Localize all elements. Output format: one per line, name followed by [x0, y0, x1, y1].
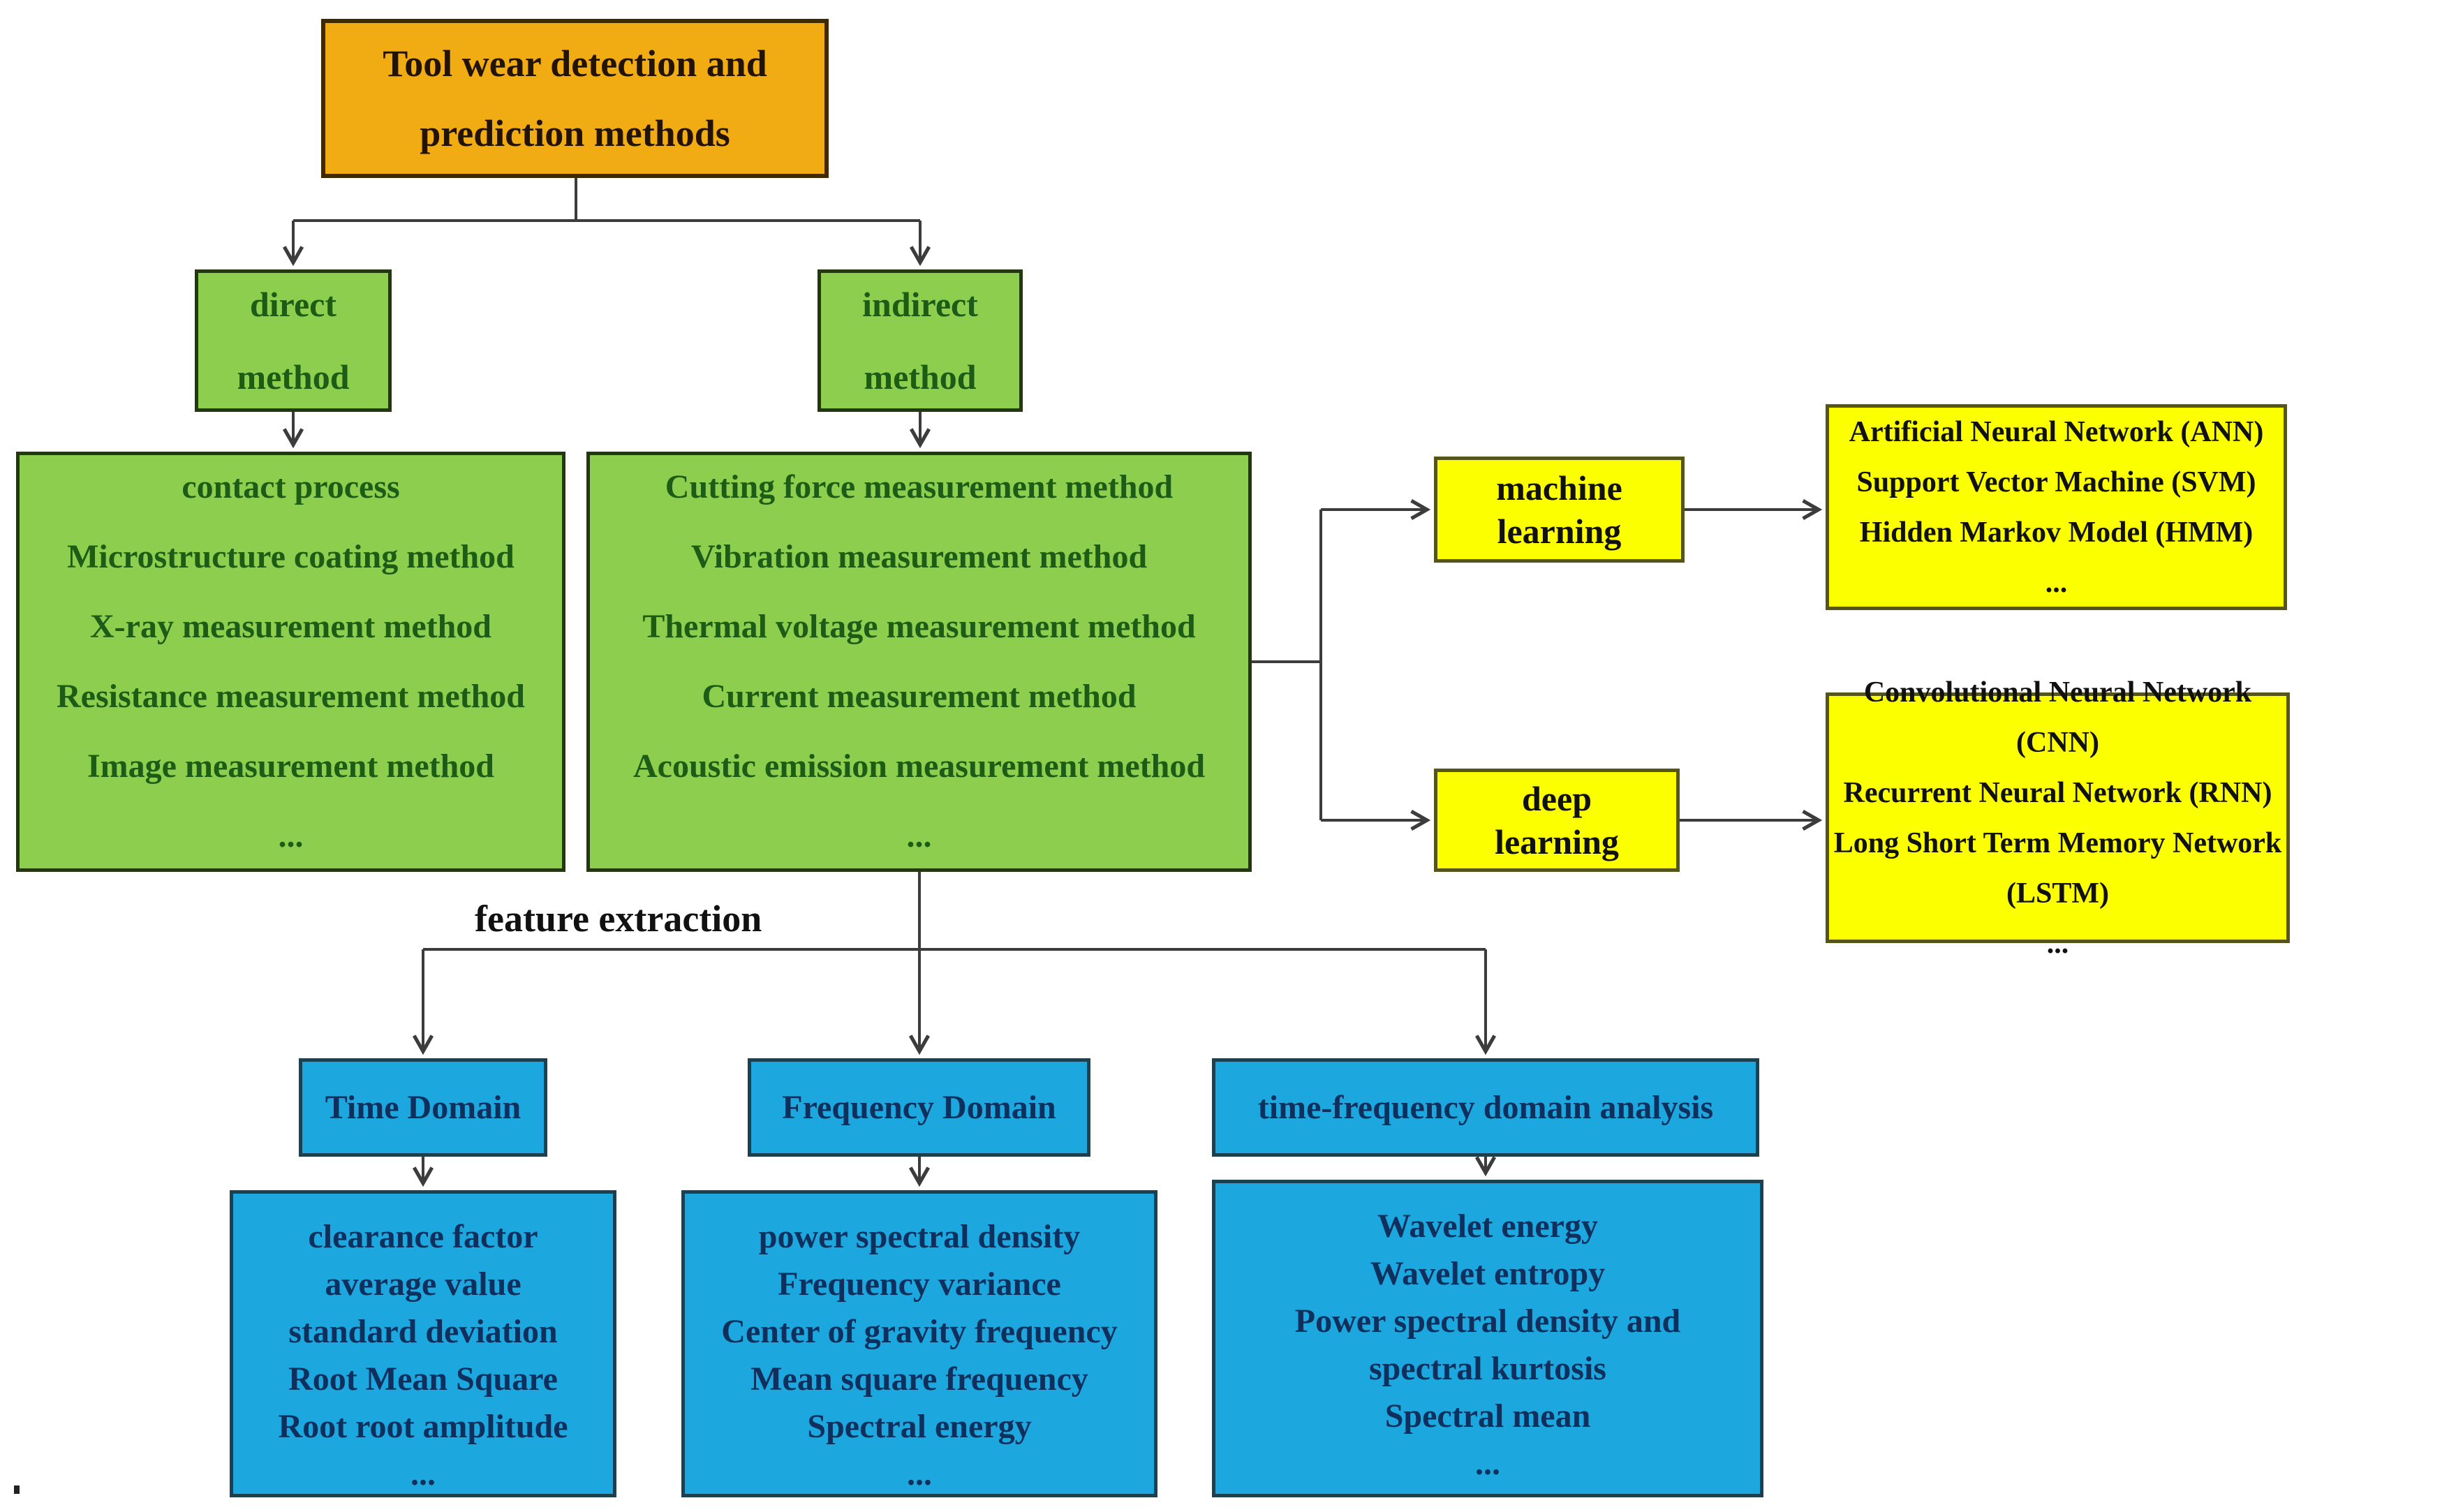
list-item: Cutting force measurement method: [665, 468, 1174, 505]
feature-extraction-label: feature extraction: [475, 898, 762, 940]
indirect-method-node: indirect method: [817, 269, 1023, 412]
list-item: Power spectral density and spectral kurt…: [1294, 1303, 1681, 1387]
list-item: Acoustic emission measurement method: [632, 748, 1206, 785]
list-item: Frequency variance: [778, 1266, 1061, 1303]
ellipsis-item: ...: [2046, 927, 2069, 960]
list-item: Hidden Markov Model (HMM): [1859, 516, 2254, 549]
list-item: contact process: [182, 468, 400, 505]
frequency-domain-node: Frequency Domain: [748, 1058, 1090, 1157]
list-item: Spectral mean: [1384, 1398, 1591, 1435]
direct-methods-list: contact process Microstructure coating m…: [16, 452, 565, 872]
list-item: Microstructure coating method: [67, 538, 515, 575]
ellipsis-item: ...: [906, 817, 932, 854]
direct-method-node: direct method: [195, 269, 392, 412]
root-label-line: prediction methods: [420, 112, 730, 154]
time-domain-label: Time Domain: [325, 1088, 521, 1126]
ellipsis-item: ...: [410, 1455, 436, 1492]
direct-method-label-line: direct: [249, 285, 337, 324]
list-item: Root root amplitude: [278, 1408, 568, 1445]
time-frequency-features-list: Wavelet energy Wavelet entropy Power spe…: [1212, 1180, 1763, 1497]
list-item: clearance factor: [308, 1218, 538, 1255]
list-item: Support Vector Machine (SVM): [1856, 466, 2256, 498]
list-item: Wavelet energy: [1377, 1208, 1598, 1245]
ellipsis-item: ...: [907, 1455, 932, 1492]
list-item: Recurrent Neural Network (RNN): [1843, 776, 2272, 809]
connector-arrows: [293, 221, 1819, 1183]
machine-learning-label-line: machine: [1496, 468, 1622, 507]
root-node-tool-wear: Tool wear detection and prediction metho…: [321, 19, 829, 178]
machine-learning-label-line: learning: [1497, 512, 1622, 551]
frequency-domain-label: Frequency Domain: [782, 1088, 1056, 1126]
list-item: Current measurement method: [702, 678, 1137, 715]
list-item: Root Mean Square: [288, 1361, 558, 1398]
list-item: Vibration measurement method: [690, 538, 1148, 575]
machine-learning-models-list: Artificial Neural Network (ANN) Support …: [1826, 404, 2287, 610]
list-item: Resistance measurement method: [57, 678, 525, 715]
direct-method-label-line: method: [237, 357, 350, 396]
ellipsis-item: ...: [1475, 1445, 1500, 1482]
list-item: Artificial Neural Network (ANN): [1849, 415, 2264, 448]
machine-learning-node: machine learning: [1434, 457, 1685, 563]
list-item: Thermal voltage measurement method: [642, 608, 1196, 645]
list-item: Long Short Term Memory Network (LSTM): [1833, 827, 2282, 910]
indirect-methods-list: Cutting force measurement method Vibrati…: [586, 452, 1252, 872]
list-item: Mean square frequency: [750, 1361, 1088, 1398]
deep-learning-label-line: learning: [1495, 822, 1619, 861]
root-label-line: Tool wear detection and: [383, 43, 767, 84]
list-item: X-ray measurement method: [90, 608, 491, 645]
list-item: average value: [325, 1266, 521, 1303]
list-item: Center of gravity frequency: [721, 1313, 1118, 1350]
time-frequency-domain-label: time-frequency domain analysis: [1257, 1088, 1714, 1126]
list-item: Image measurement method: [87, 748, 494, 785]
ellipsis-item: ...: [278, 817, 304, 854]
list-item: power spectral density: [758, 1218, 1081, 1255]
list-item: Convolutional Neural Network (CNN): [1863, 676, 2252, 759]
ellipsis-item: ...: [2045, 566, 2068, 599]
time-frequency-domain-node: time-frequency domain analysis: [1212, 1058, 1759, 1157]
deep-learning-models-list: Convolutional Neural Network (CNN) Recur…: [1826, 676, 2290, 960]
list-item: Spectral energy: [807, 1408, 1032, 1445]
list-item: Wavelet entropy: [1370, 1255, 1606, 1292]
frequency-domain-features-list: power spectral density Frequency varianc…: [681, 1190, 1157, 1497]
time-domain-features-list: clearance factor average value standard …: [230, 1190, 616, 1497]
stray-mark: [14, 1485, 20, 1494]
indirect-method-label-line: method: [864, 357, 977, 396]
indirect-method-label-line: indirect: [862, 285, 978, 324]
time-domain-node: Time Domain: [299, 1058, 547, 1157]
list-item: standard deviation: [288, 1313, 558, 1350]
deep-learning-label-line: deep: [1522, 779, 1592, 818]
connector-rails: [293, 178, 1486, 951]
deep-learning-node: deep learning: [1434, 769, 1680, 872]
